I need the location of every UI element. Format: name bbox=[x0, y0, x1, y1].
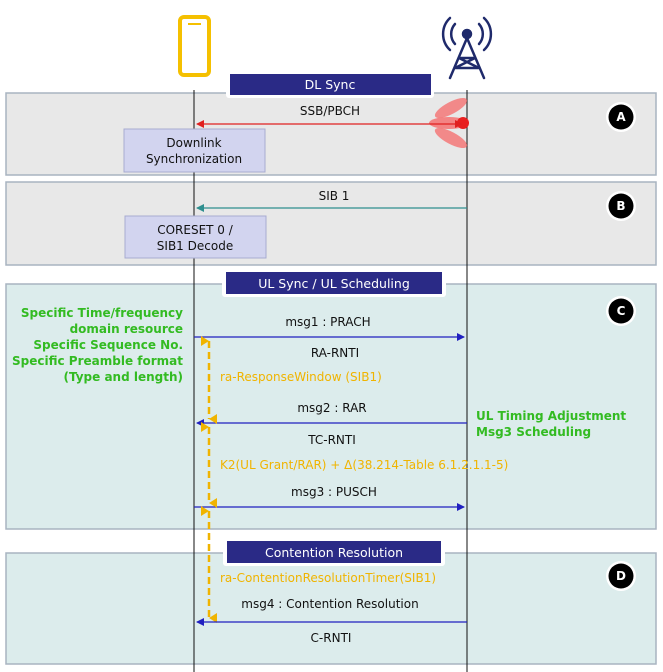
msg2-label: msg2 : RAR bbox=[297, 401, 366, 415]
section-d-badge: D bbox=[606, 561, 636, 591]
ul-sync-header: UL Sync / UL Scheduling bbox=[222, 270, 446, 297]
msg1-label: msg1 : PRACH bbox=[285, 315, 370, 329]
contention-timer-label: ra-ContentionResolutionTimer(SIB1) bbox=[220, 571, 436, 585]
smartphone-icon bbox=[178, 15, 211, 77]
sib1-label: SIB 1 bbox=[319, 189, 350, 203]
downlink-sync-line2: Synchronization bbox=[146, 152, 242, 166]
section-c-badge: C bbox=[606, 296, 636, 326]
downlink-sync-box: Downlink Synchronization bbox=[123, 128, 266, 173]
coreset-line2: SIB1 Decode bbox=[157, 239, 233, 253]
contention-header-label: Contention Resolution bbox=[265, 545, 403, 560]
cell-tower-icon bbox=[441, 16, 493, 80]
ue-note-line: Specific Sequence No. bbox=[33, 338, 183, 352]
section-c-letter: C bbox=[617, 304, 626, 318]
ue-note-line: (Type and length) bbox=[63, 370, 183, 384]
section-b-badge: B bbox=[606, 191, 636, 221]
tc-rnti-label: TC-RNTI bbox=[307, 433, 356, 447]
ra-rnti-label: RA-RNTI bbox=[311, 346, 359, 360]
gnb-note-line: UL Timing Adjustment bbox=[476, 409, 626, 423]
coreset-line1: CORESET 0 / bbox=[157, 223, 234, 237]
ue-note-line: Specific Preamble format bbox=[12, 354, 183, 368]
ul-sync-header-label: UL Sync / UL Scheduling bbox=[258, 276, 410, 291]
coreset-box: CORESET 0 / SIB1 Decode bbox=[124, 215, 267, 259]
dl-sync-header-label: DL Sync bbox=[305, 77, 356, 92]
section-a-badge: A bbox=[606, 102, 636, 132]
dl-sync-header: DL Sync bbox=[226, 72, 434, 98]
ra-window-label: ra-ResponseWindow (SIB1) bbox=[220, 370, 382, 384]
ue-note-line: Specific Time/frequency bbox=[21, 306, 183, 320]
k2-label: K2(UL Grant/RAR) + Δ(38.214-Table 6.1.2.… bbox=[220, 458, 508, 472]
gnb-note-line: Msg3 Scheduling bbox=[476, 425, 591, 439]
contention-header: Contention Resolution bbox=[223, 539, 445, 566]
msg3-label: msg3 : PUSCH bbox=[291, 485, 377, 499]
section-b-letter: B bbox=[616, 199, 625, 213]
msg4-label: msg4 : Contention Resolution bbox=[241, 597, 418, 611]
section-a bbox=[5, 92, 657, 176]
c-rnti-label: C-RNTI bbox=[311, 631, 352, 645]
section-d-letter: D bbox=[616, 569, 626, 583]
ue-note-line: domain resource bbox=[70, 322, 183, 336]
section-a-letter: A bbox=[616, 110, 626, 124]
section-d bbox=[5, 552, 657, 665]
section-b bbox=[5, 181, 657, 266]
ssb-pbch-label: SSB/PBCH bbox=[300, 104, 360, 118]
downlink-sync-line1: Downlink bbox=[166, 136, 221, 150]
